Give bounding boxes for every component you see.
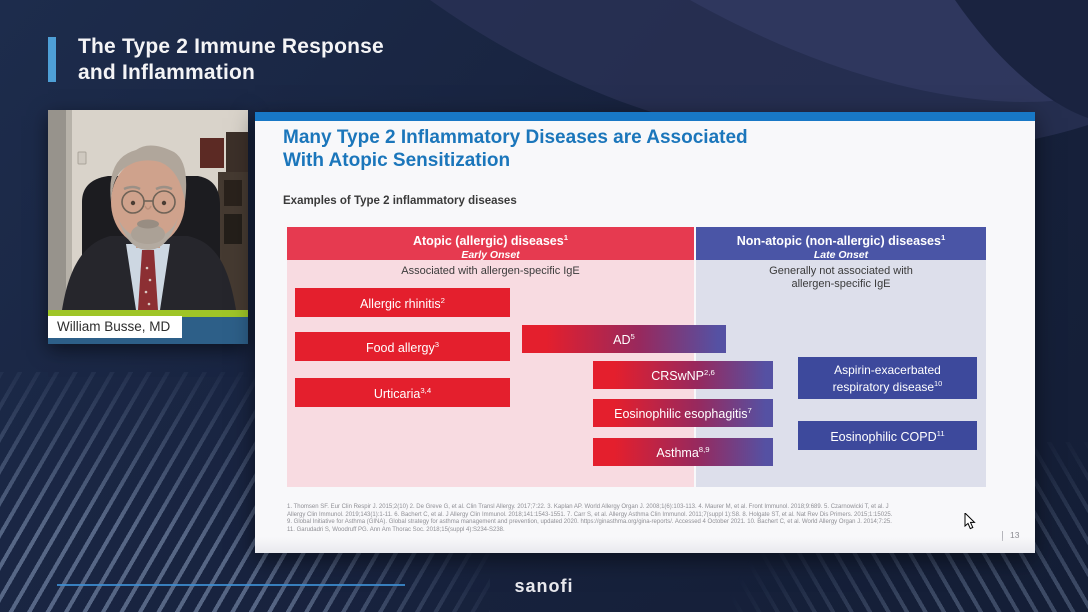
slide-title-line1: Many Type 2 Inflammatory Diseases are As… (283, 127, 748, 148)
box-label: Eosinophilic esophagitis (614, 407, 748, 422)
box-label: Asthma (656, 446, 699, 461)
disease-box-allergic-rhinitis: Allergic rhinitis2 (295, 288, 510, 317)
speaker-name-label: William Busse, MD (48, 316, 183, 338)
superscript: 10 (934, 378, 943, 388)
non-atopic-sub-line2: allergen-specific IgE (791, 278, 891, 290)
footer-divider-line (57, 584, 405, 586)
reference-line: 9. Global Initiative for Asthma (GINA). … (287, 519, 892, 526)
superscript: 11 (936, 428, 945, 438)
superscript: 5 (630, 332, 635, 342)
disease-box-crswnp: CRSwNP2,6 (593, 361, 773, 389)
superscript: 7 (747, 406, 752, 416)
slide-top-bar (255, 112, 1035, 121)
reference-line: 11. Garudadri S, Woodruff PG. Ann Am Tho… (287, 526, 505, 533)
superscript: 3 (434, 339, 440, 349)
presentation-slide: Many Type 2 Inflammatory Diseases are As… (255, 112, 1035, 553)
speaker-name-strip: William Busse, MD (48, 316, 248, 344)
atopic-header-text: Atopic (allergic) diseases (412, 234, 564, 249)
superscript: 3,4 (420, 385, 432, 395)
disease-box-urticaria: Urticaria3,4 (295, 378, 510, 407)
sanofi-logo: sanofi (514, 576, 574, 596)
disease-box-eosinophilic-esophagitis: Eosinophilic esophagitis7 (593, 399, 773, 427)
slide-title: Many Type 2 Inflammatory Diseases are As… (283, 126, 748, 172)
disease-box-ad: AD5 (522, 325, 726, 353)
title-accent-bar (48, 37, 56, 82)
speaker-portrait (48, 110, 248, 310)
box-label: CRSwNP (651, 369, 704, 384)
box-label: Food allergy (365, 341, 435, 356)
superscript: 2,6 (704, 368, 715, 378)
box-label: Allergic rhinitis (360, 297, 441, 312)
video-title-line2: and Inflammation (78, 61, 256, 84)
non-atopic-sub-label: Generally not associated with allergen-s… (696, 265, 986, 291)
disease-box-food-allergy: Food allergy3 (295, 332, 510, 361)
box-label: Aspirin-exacerbated respiratory disease (832, 362, 941, 394)
disease-box-aspirin-exacerbated: Aspirin-exacerbated respiratory disease1… (798, 357, 977, 399)
box-label: Urticaria (373, 387, 421, 402)
slide-page-number: 13 (1002, 530, 1019, 541)
references: 1. Thomsen SF. Eur Clin Respir J. 2015;2… (287, 504, 1015, 534)
non-atopic-column-header: Non-atopic (non-allergic) diseases1 Late… (696, 227, 986, 262)
box-label: Eosinophilic COPD (830, 430, 937, 445)
video-title: The Type 2 Immune Response and Inflammat… (78, 34, 384, 86)
superscript: 8,9 (698, 445, 710, 455)
reference-line: Allergy Clin Immunol. 2019;143(1):1-11. … (287, 511, 893, 518)
non-atopic-sub-line1: Generally not associated with (769, 265, 913, 277)
non-atopic-header-text: Non-atopic (non-allergic) diseases (736, 234, 941, 249)
atopic-sub-label: Associated with allergen-specific IgE (401, 265, 580, 277)
box-label: AD (613, 333, 631, 348)
superscript: 2 (440, 295, 445, 305)
page-number-divider (1002, 530, 1003, 541)
atopic-onset-label: Early Onset (461, 249, 520, 262)
video-title-line1: The Type 2 Immune Response (78, 35, 384, 58)
atopic-column-header: Atopic (allergic) diseases1 Early Onset (287, 227, 694, 262)
disease-box-asthma: Asthma8,9 (593, 438, 773, 466)
slide-title-line2: With Atopic Sensitization (283, 150, 511, 171)
mouse-cursor (964, 513, 976, 530)
page-number-value: 13 (1010, 530, 1020, 540)
reference-line: 1. Thomsen SF. Eur Clin Respir J. 2015;2… (287, 504, 889, 510)
superscript: 1 (940, 233, 946, 242)
speaker-webcam: William Busse, MD (48, 110, 248, 344)
slide-subtitle: Examples of Type 2 inflammatory diseases (283, 195, 517, 207)
speaker-green-bar (48, 310, 248, 317)
speaker-video (48, 110, 248, 310)
non-atopic-onset-label: Late Onset (813, 249, 869, 262)
disease-box-eosinophilic-copd: Eosinophilic COPD11 (798, 421, 977, 450)
superscript: 1 (563, 233, 569, 242)
